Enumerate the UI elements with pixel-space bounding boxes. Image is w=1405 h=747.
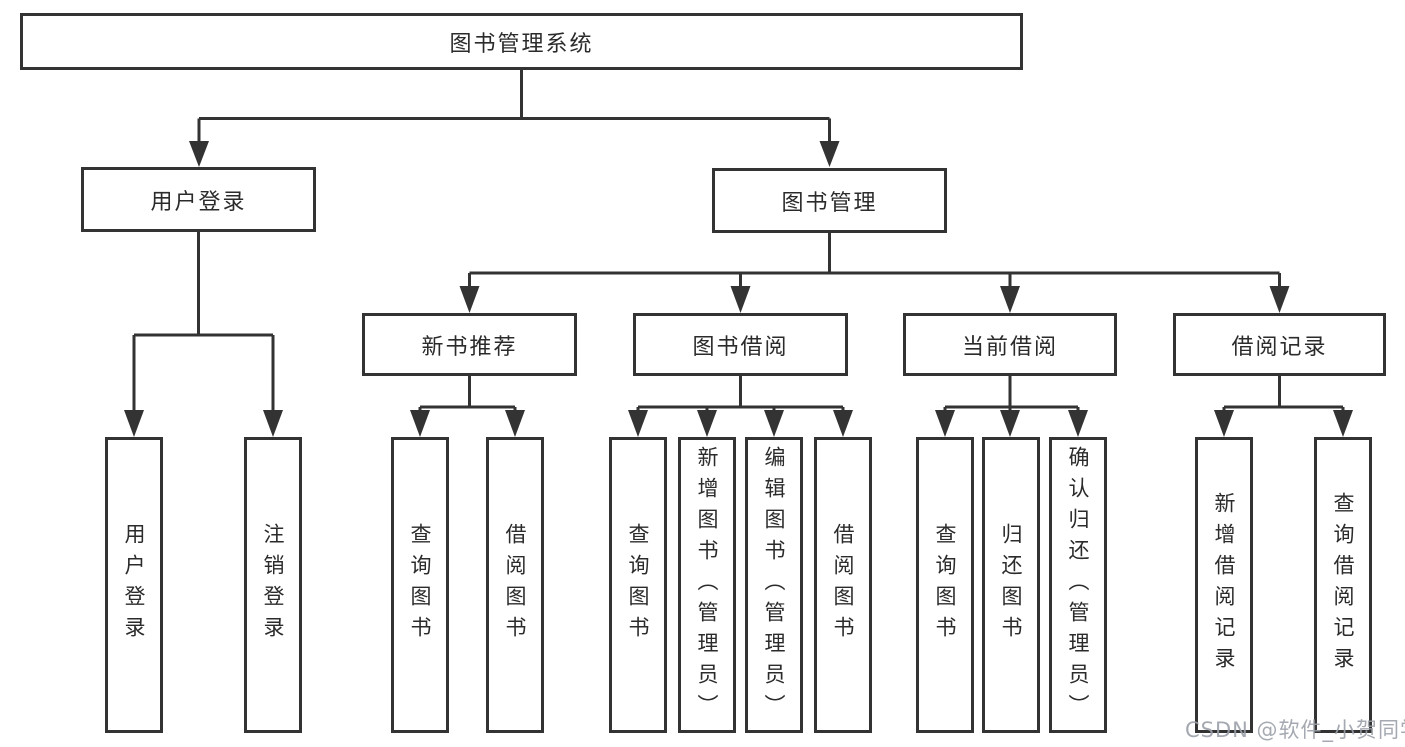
node-new-book-recommend: 新书推荐 — [362, 313, 577, 376]
leaf-add-books-admin: 新增图书（管理员） — [678, 437, 736, 733]
node-book-borrow: 图书借阅 — [633, 313, 848, 376]
leaf-borrow-books-recommend: 借阅图书 — [486, 437, 544, 733]
watermark: CSDN @软件_小贺同学 — [1185, 718, 1405, 742]
leaf-query-books-borrow: 查询图书 — [609, 437, 667, 733]
node-book-management: 图书管理 — [712, 168, 947, 233]
node-root-system: 图书管理系统 — [20, 13, 1023, 70]
node-borrow-records: 借阅记录 — [1173, 313, 1386, 376]
node-current-borrow: 当前借阅 — [903, 313, 1117, 376]
leaf-confirm-return-admin: 确认归还（管理员） — [1049, 437, 1107, 733]
leaf-query-borrow-record: 查询借阅记录 — [1314, 437, 1372, 733]
leaf-borrow-books: 借阅图书 — [814, 437, 872, 733]
node-user-login: 用户登录 — [81, 167, 316, 232]
leaf-return-books: 归还图书 — [982, 437, 1040, 733]
leaf-edit-books-admin: 编辑图书（管理员） — [745, 437, 803, 733]
leaf-query-books-current: 查询图书 — [916, 437, 974, 733]
leaf-add-borrow-record: 新增借阅记录 — [1195, 437, 1253, 733]
leaf-logout: 注销登录 — [244, 437, 302, 733]
leaf-user-login: 用户登录 — [105, 437, 163, 733]
leaf-query-books-recommend: 查询图书 — [391, 437, 449, 733]
